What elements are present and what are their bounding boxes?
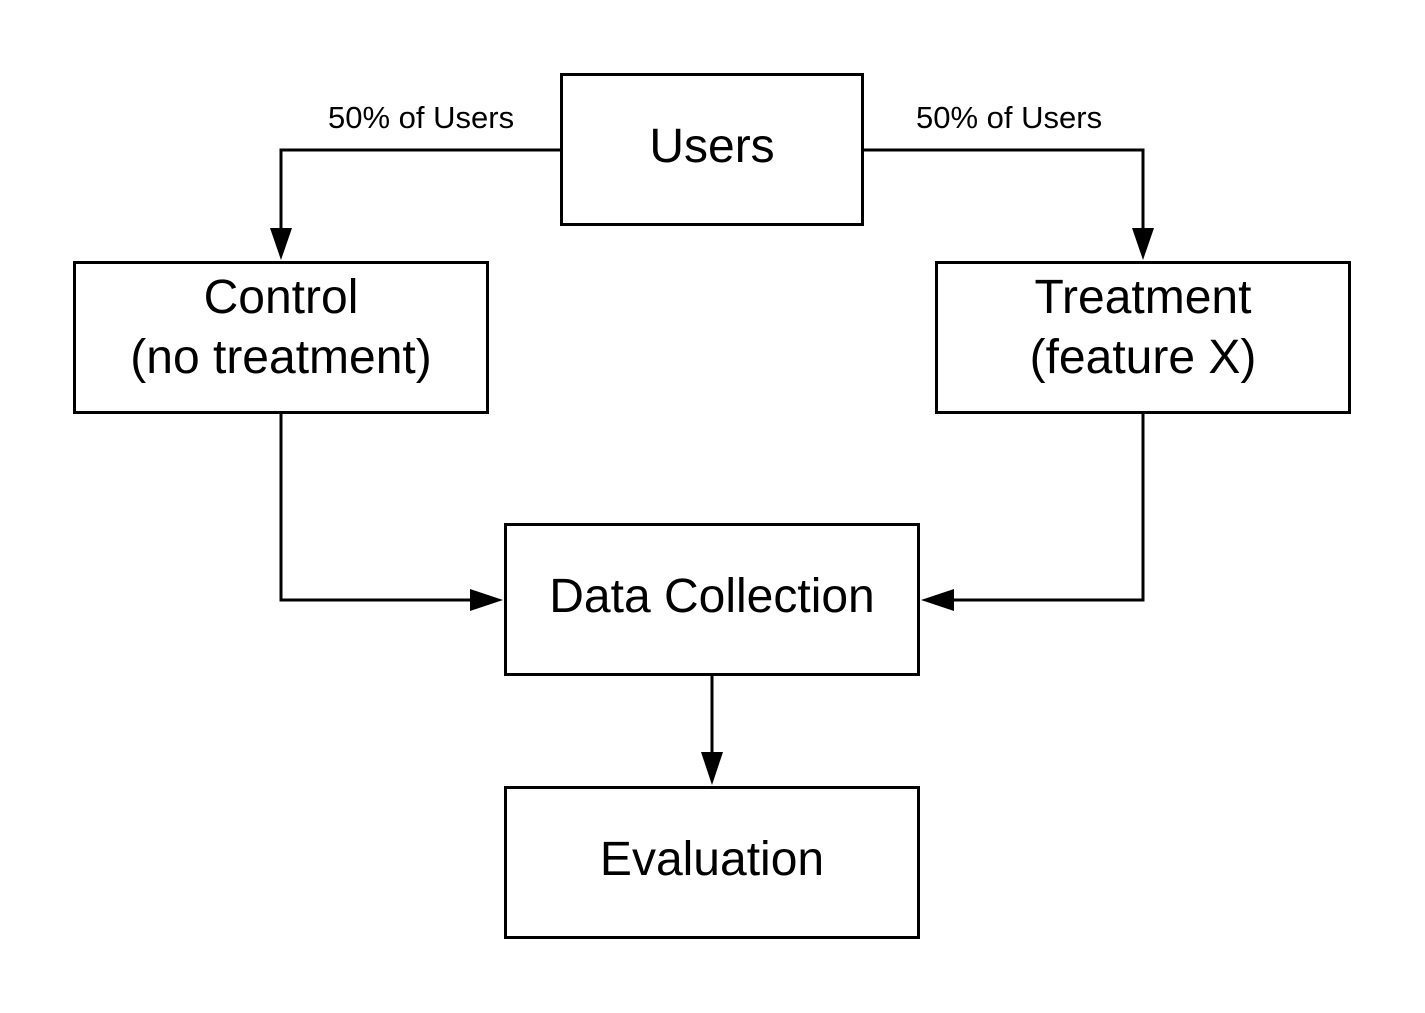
arrowhead-data-collection-left xyxy=(470,589,503,611)
evaluation-node: Evaluation xyxy=(504,786,920,939)
treatment-node-text: Treatment (feature X) xyxy=(1030,268,1257,387)
arrowhead-control xyxy=(270,228,292,260)
arrow-treatment-to-data-collection xyxy=(950,413,1145,602)
evaluation-node-label: Evaluation xyxy=(599,832,825,886)
data-collection-node-label: Data Collection xyxy=(549,569,875,623)
arrowhead-treatment xyxy=(1132,228,1154,260)
edge-label-treatment-split: 50% of Users xyxy=(916,100,1103,135)
arrow-control-to-data-collection xyxy=(279,413,474,602)
users-node-label: Users xyxy=(649,119,775,173)
arrowhead-evaluation xyxy=(701,752,723,785)
arrowhead-data-collection-right xyxy=(921,589,954,611)
arrow-users-to-treatment xyxy=(863,148,1145,232)
control-node-subtitle: (no treatment) xyxy=(130,330,432,384)
users-node: Users xyxy=(560,73,864,226)
treatment-node-subtitle: (feature X) xyxy=(1029,330,1257,384)
control-node-title: Control xyxy=(203,270,359,324)
treatment-node: Treatment (feature X) xyxy=(935,261,1351,414)
treatment-node-title: Treatment xyxy=(1034,270,1252,324)
data-collection-node: Data Collection xyxy=(504,523,920,676)
arrow-users-to-control xyxy=(279,148,561,232)
control-node-text: Control (no treatment) xyxy=(130,268,431,387)
control-node: Control (no treatment) xyxy=(73,261,489,414)
edge-label-control-split: 50% of Users xyxy=(328,100,515,135)
